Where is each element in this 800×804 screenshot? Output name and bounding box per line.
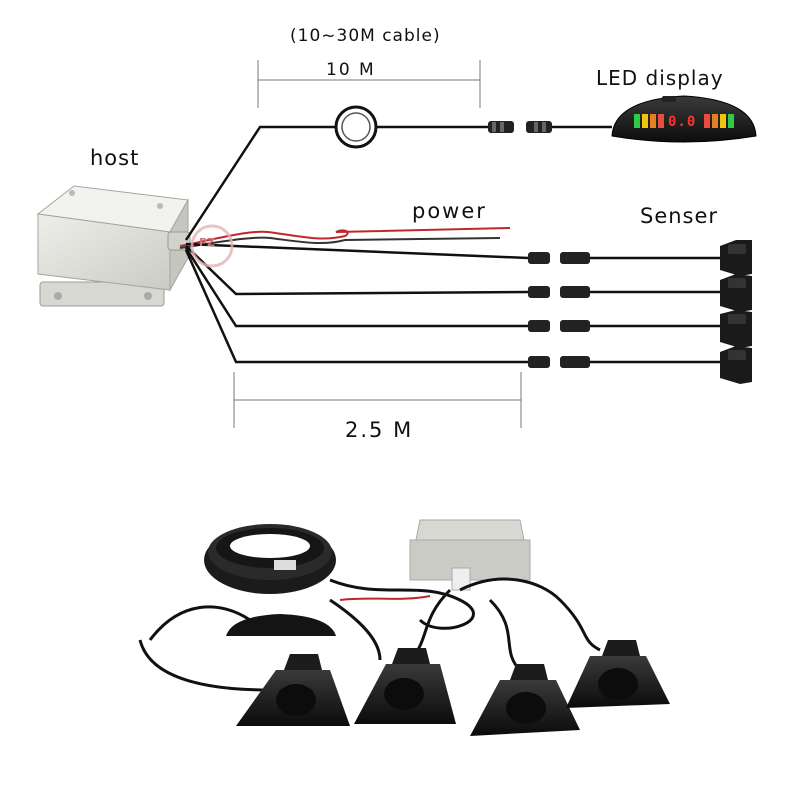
sensor-photo-4 [566, 640, 670, 708]
dimension-10m [257, 60, 481, 108]
power-wire-photo [339, 595, 431, 601]
sensor-cable-length-label: 2.5 M [345, 418, 414, 442]
sensor-cables [184, 242, 720, 364]
senser-label: Senser [640, 204, 719, 228]
host-box-photo [409, 519, 531, 591]
aviation-connector [488, 121, 552, 133]
host-label: host [90, 146, 140, 170]
sensor-photo-3 [470, 664, 580, 736]
watermark-text: PZ [199, 236, 216, 249]
product-photo [138, 519, 670, 736]
cable-range-label: (10~30M cable) [290, 26, 441, 46]
sensor-1 [528, 240, 752, 276]
sensor-4 [528, 346, 752, 384]
sensor-3 [528, 310, 752, 348]
power-label: power [412, 199, 487, 223]
sensor-photo-2 [354, 648, 456, 724]
sensor-2 [528, 274, 752, 312]
main-cable-length-label: 10 M [326, 60, 376, 80]
main-cable [184, 125, 612, 241]
tangled-cables [138, 577, 601, 692]
led-readout: 0.0 [668, 114, 697, 130]
led-display-label: LED display [596, 66, 724, 90]
sensor-photo-1 [236, 654, 350, 726]
dimension-2-5m [233, 372, 522, 428]
watermark-circle [190, 224, 234, 268]
host-box [36, 185, 191, 307]
led-display-photo [226, 614, 336, 636]
cable-coil [334, 105, 378, 149]
led-display-unit [611, 95, 757, 143]
cable-reel [204, 524, 336, 594]
